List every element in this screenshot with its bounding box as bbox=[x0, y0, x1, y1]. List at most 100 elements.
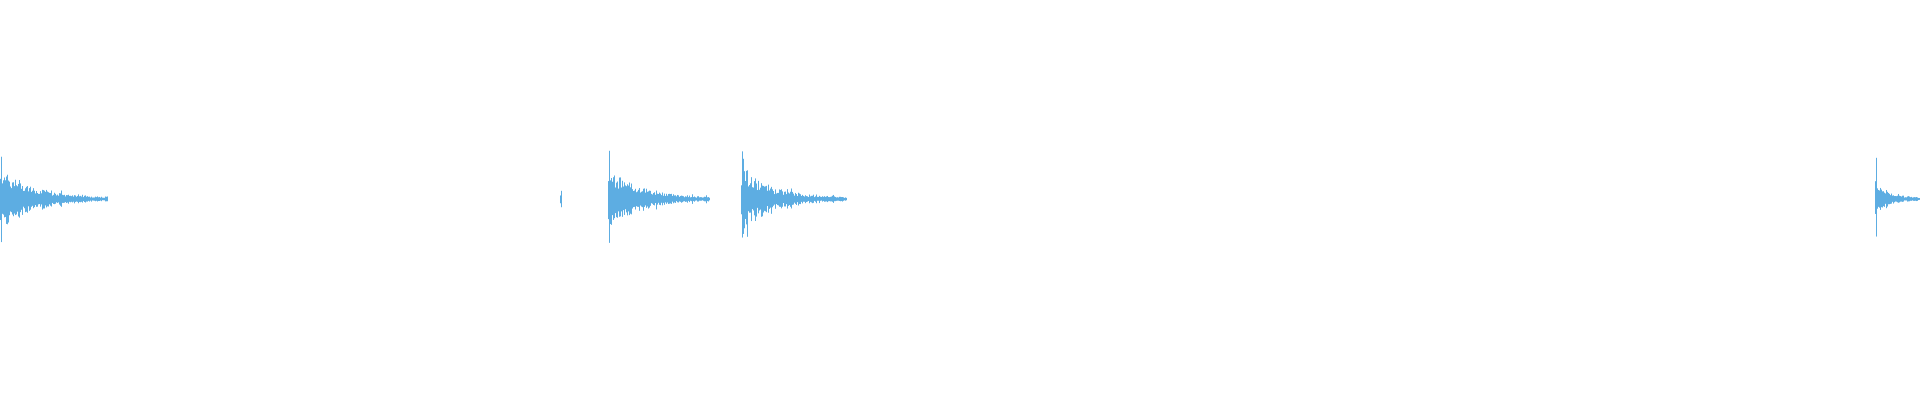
waveform-sample bbox=[810, 196, 811, 202]
waveform-sample bbox=[761, 183, 762, 217]
waveform-sample bbox=[39, 193, 40, 205]
waveform-sample bbox=[23, 190, 24, 207]
waveform-sample bbox=[838, 197, 839, 201]
waveform-sample bbox=[100, 197, 101, 201]
waveform-sample bbox=[671, 193, 672, 204]
waveform-sample bbox=[643, 188, 644, 211]
waveform-sample bbox=[803, 195, 804, 202]
waveform-sample bbox=[37, 192, 38, 207]
waveform-sample bbox=[83, 197, 84, 202]
waveform-sample bbox=[804, 196, 805, 202]
waveform-sample bbox=[697, 196, 698, 202]
waveform-sample bbox=[613, 177, 614, 220]
waveform-sample bbox=[666, 193, 667, 204]
waveform-sample bbox=[74, 195, 75, 204]
waveform-sample bbox=[818, 196, 819, 201]
waveform-sample bbox=[835, 196, 836, 202]
waveform-sample bbox=[675, 195, 676, 203]
waveform-sample bbox=[790, 191, 791, 207]
waveform-sample bbox=[653, 192, 654, 205]
waveform-sample bbox=[763, 185, 764, 213]
waveform-sample bbox=[807, 196, 808, 202]
waveform-sample bbox=[87, 196, 88, 202]
waveform-sample bbox=[21, 188, 22, 210]
waveform-sample bbox=[10, 186, 11, 212]
waveform-sample bbox=[627, 184, 628, 216]
waveform-sample bbox=[796, 194, 797, 205]
waveform-sample bbox=[1893, 195, 1894, 204]
waveform-sample bbox=[638, 189, 639, 207]
waveform-sample bbox=[97, 196, 98, 202]
waveform-sample bbox=[832, 195, 833, 202]
waveform-sample bbox=[793, 193, 794, 205]
waveform-sample bbox=[664, 193, 665, 205]
waveform-sample bbox=[813, 194, 814, 203]
waveform-sample bbox=[26, 186, 27, 212]
waveform-sample bbox=[836, 197, 837, 201]
waveform-sample bbox=[647, 191, 648, 207]
waveform-sample bbox=[46, 189, 47, 208]
waveform-bars bbox=[0, 150, 1920, 243]
waveform-sample bbox=[622, 180, 623, 217]
waveform-sample bbox=[25, 188, 26, 213]
waveform-sample bbox=[1892, 195, 1893, 202]
waveform-sample bbox=[797, 196, 798, 203]
waveform-sample bbox=[665, 195, 666, 203]
waveform-sample bbox=[1878, 189, 1879, 207]
waveform-sample bbox=[831, 196, 832, 202]
waveform-sample bbox=[28, 191, 29, 207]
waveform-sample bbox=[633, 190, 634, 208]
waveform-sample bbox=[654, 192, 655, 206]
waveform-sample bbox=[766, 185, 767, 213]
waveform-sample bbox=[48, 192, 49, 207]
waveform-sample bbox=[754, 181, 755, 216]
waveform-sample bbox=[1887, 191, 1888, 207]
waveform-sample bbox=[693, 197, 694, 202]
waveform-sample bbox=[778, 192, 779, 206]
waveform-sample bbox=[618, 188, 619, 212]
waveform-sample bbox=[820, 196, 821, 201]
waveform-sample bbox=[52, 195, 53, 203]
waveform-sample bbox=[1882, 191, 1883, 208]
waveform-sample bbox=[783, 194, 784, 203]
waveform-sample bbox=[670, 194, 671, 204]
waveform-sample bbox=[79, 196, 80, 202]
waveform-sample bbox=[27, 186, 28, 213]
waveform-sample bbox=[773, 191, 774, 206]
waveform-sample bbox=[787, 189, 788, 209]
waveform-sample bbox=[801, 195, 802, 202]
waveform-sample bbox=[1875, 181, 1876, 214]
waveform-sample bbox=[808, 197, 809, 201]
waveform-sample bbox=[4, 177, 5, 218]
waveform-sample bbox=[45, 191, 46, 206]
waveform-sample bbox=[614, 175, 615, 219]
waveform-sample bbox=[777, 192, 778, 206]
waveform-sample bbox=[1894, 196, 1895, 203]
waveform-sample bbox=[15, 179, 16, 216]
waveform-sample bbox=[682, 195, 683, 203]
waveform-sample bbox=[34, 190, 35, 208]
waveform-sample bbox=[637, 191, 638, 207]
waveform-sample bbox=[99, 196, 100, 202]
waveform-sample bbox=[1895, 196, 1896, 202]
waveform-sample bbox=[702, 197, 703, 201]
waveform-sample bbox=[60, 193, 61, 206]
waveform-sample bbox=[1890, 195, 1891, 204]
waveform-sample bbox=[64, 194, 65, 203]
waveform-sample bbox=[1880, 187, 1881, 210]
waveform-sample bbox=[54, 192, 55, 205]
waveform-sample bbox=[98, 197, 99, 202]
waveform-sample bbox=[620, 177, 621, 217]
waveform-sample bbox=[68, 194, 69, 204]
waveform-sample bbox=[621, 187, 622, 212]
waveform-sample bbox=[58, 195, 59, 203]
waveform-sample bbox=[789, 193, 790, 206]
waveform-sample bbox=[746, 170, 747, 225]
waveform-sample bbox=[636, 192, 637, 207]
waveform-sample bbox=[650, 190, 651, 206]
waveform-sample bbox=[742, 151, 743, 238]
waveform-sample bbox=[701, 197, 702, 201]
waveform-sample bbox=[5, 180, 6, 217]
waveform-sample bbox=[1881, 189, 1882, 208]
